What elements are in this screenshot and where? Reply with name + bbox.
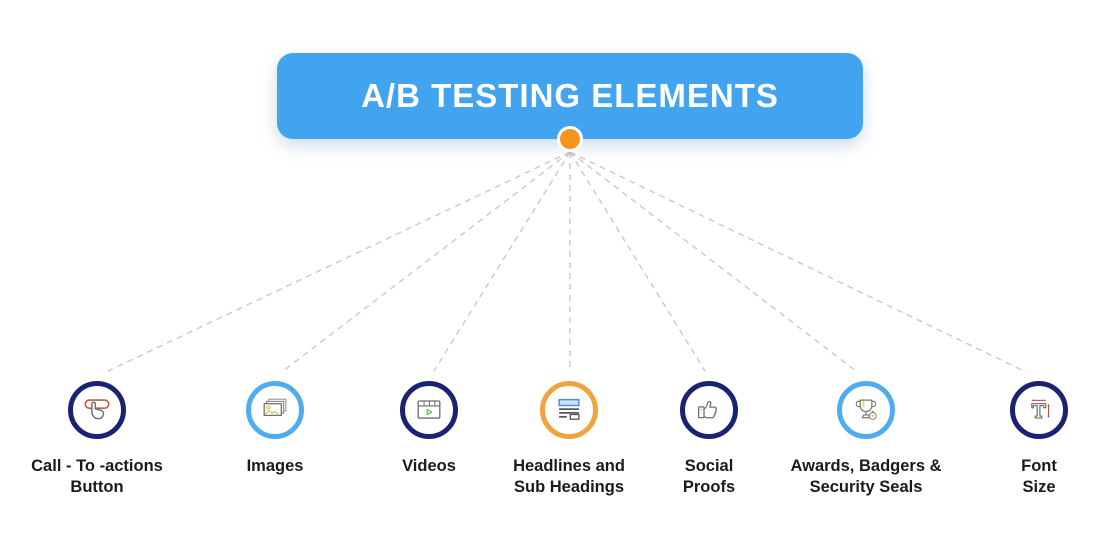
item-label: Awards, Badgers & Security Seals [790, 457, 942, 496]
hub-dot [557, 126, 583, 152]
connector-line [569, 151, 706, 372]
thumbs-up-icon [698, 400, 717, 419]
item-label: Font Size [1021, 457, 1057, 496]
header-box: A/B TESTING ELEMENTS [277, 53, 863, 139]
icon-circle [1010, 381, 1068, 439]
item-label: Videos [402, 457, 456, 475]
connector-line [433, 151, 571, 372]
icon-circle [400, 381, 458, 439]
item-social-proofs: Social Proofs [614, 381, 804, 498]
icon-circle [540, 381, 598, 439]
icon-circle [680, 381, 738, 439]
stacked-images-icon [263, 398, 287, 417]
icon-circle [246, 381, 304, 439]
connector-line [107, 151, 571, 372]
item-awards-badgers-security-seals: Awards, Badgers & Security Seals [771, 381, 961, 498]
item-label: Images [246, 457, 304, 475]
trophy-icon [855, 399, 877, 420]
page-title: A/B TESTING ELEMENTS [361, 77, 779, 114]
connector-line [569, 151, 857, 372]
text-lines-icon [558, 398, 580, 420]
item-videos: Videos [334, 381, 524, 477]
item-label: Call - To -actions Button [31, 457, 163, 496]
item-call-to-actions-button: Call - To -actions Button [2, 381, 192, 498]
video-player-icon [417, 400, 441, 419]
item-headlines-sub-headings: Headlines and Sub Headings [474, 381, 664, 498]
item-font-size: Font Size [944, 381, 1100, 498]
icon-circle [68, 381, 126, 439]
item-images: Images [180, 381, 370, 477]
item-label: Social Proofs [682, 457, 736, 496]
font-size-icon [1031, 399, 1050, 419]
item-label: Headlines and Sub Headings [513, 457, 625, 496]
connector-line [282, 151, 571, 372]
icon-circle [837, 381, 895, 439]
connector-line [569, 151, 1027, 373]
pointer-click-icon [84, 399, 110, 420]
